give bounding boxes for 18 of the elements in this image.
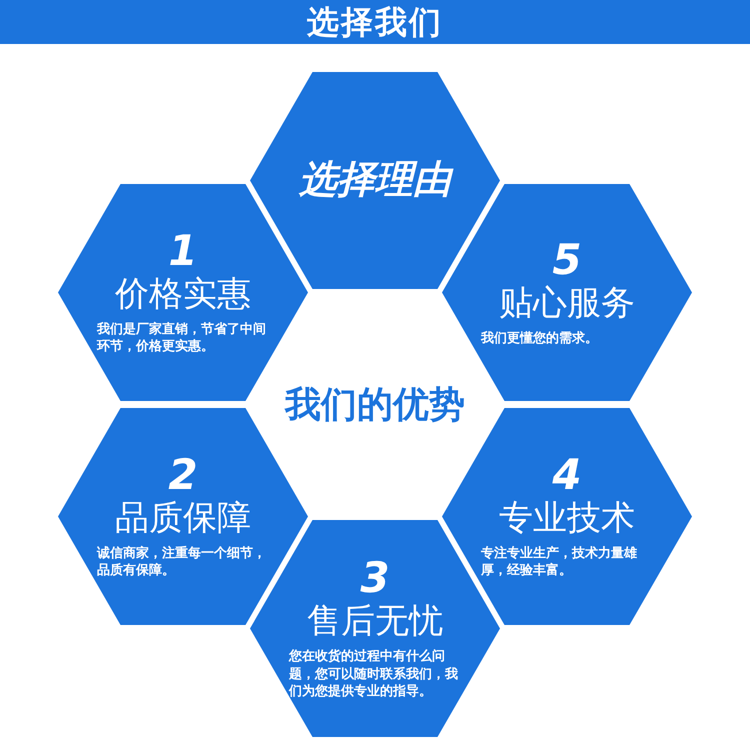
description-text: 您在收货的过程中有什么问题，您可以随时联系我们，我们为您提供专业的指导。: [289, 648, 459, 701]
heading-text: 售后无忧: [307, 601, 443, 642]
number-label: 3: [360, 555, 390, 602]
number-label: 5: [552, 236, 582, 283]
description-text: 专注专业生产，技术力量雄厚，经验丰富。: [481, 544, 638, 580]
heading-text: 专业技术: [499, 498, 635, 539]
heading-text: 价格实惠: [115, 274, 251, 315]
heading-text: 贴心服务: [499, 282, 635, 324]
center-text: 我们的优势: [285, 384, 465, 428]
description-text: 我们是厂家直销，节省了中间环节，价格更实惠。: [97, 320, 267, 356]
description-text: 诚信商家，注重每一个细节，品质有保障。: [97, 544, 267, 580]
description-text: 我们更懂您的需求。: [481, 330, 599, 348]
number-label: 4: [552, 452, 582, 498]
heading-text: 品质保障: [115, 498, 251, 539]
title-banner: 选择我们: [0, 0, 750, 44]
number-label: 2: [168, 452, 198, 498]
heading-text: 选择理由: [299, 157, 451, 203]
number-label: 1: [168, 228, 198, 274]
